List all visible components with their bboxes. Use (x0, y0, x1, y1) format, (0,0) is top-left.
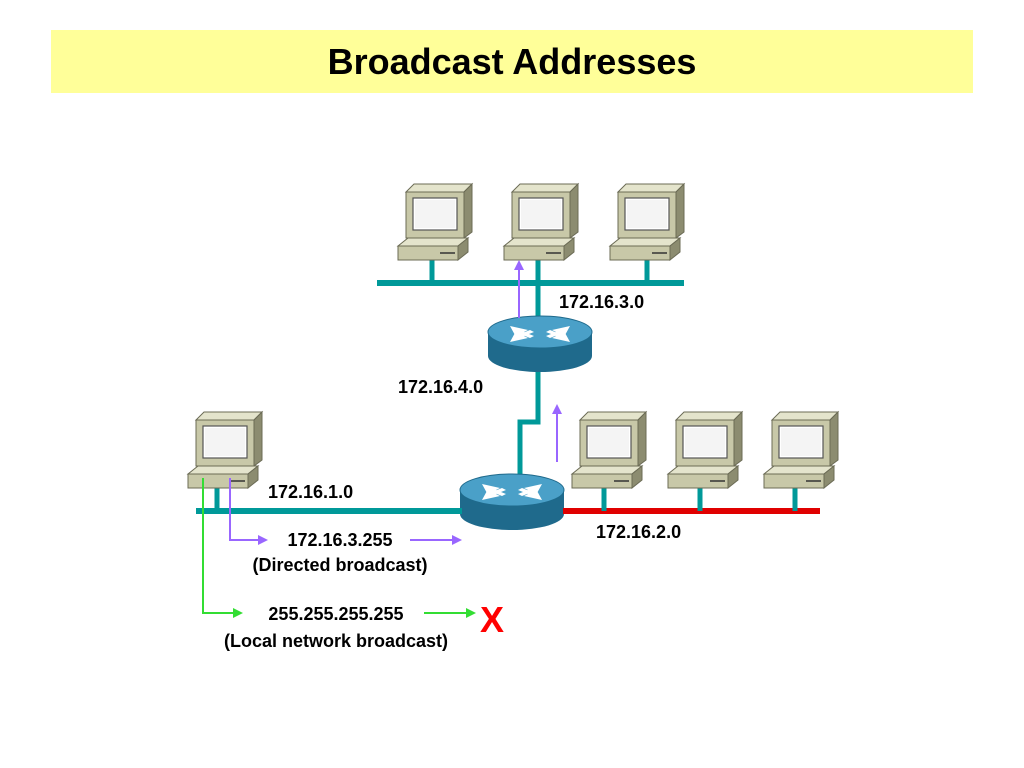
workstation-left (187, 411, 263, 489)
workstation-right-3 (763, 411, 839, 489)
slide-title: Broadcast Addresses (51, 30, 973, 93)
directed-broadcast-address: 172.16.3.255 (287, 530, 392, 550)
label-net-172-16-2-0: 172.16.2.0 (596, 522, 681, 542)
label-net-172-16-1-0: 172.16.1.0 (268, 482, 353, 502)
workstation-right-2 (667, 411, 743, 489)
local-broadcast-arrow (202, 478, 476, 618)
workstation-top-3 (609, 183, 685, 261)
local-broadcast-address: 255.255.255.255 (268, 604, 403, 624)
router-bottom (459, 473, 565, 531)
workstation-right-1 (571, 411, 647, 489)
local-broadcast-label: (Local network broadcast) (224, 631, 448, 651)
workstation-top-1 (397, 183, 473, 261)
directed-broadcast-label: (Directed broadcast) (252, 555, 427, 575)
directed-broadcast-arrow (229, 260, 562, 545)
serial-link-172-16-4-0 (517, 370, 541, 480)
blocked-x-icon: X (480, 599, 504, 640)
workstation-top-2 (503, 183, 579, 261)
label-net-172-16-4-0: 172.16.4.0 (398, 377, 483, 397)
label-net-172-16-3-0: 172.16.3.0 (559, 292, 644, 312)
router-top (487, 315, 593, 373)
